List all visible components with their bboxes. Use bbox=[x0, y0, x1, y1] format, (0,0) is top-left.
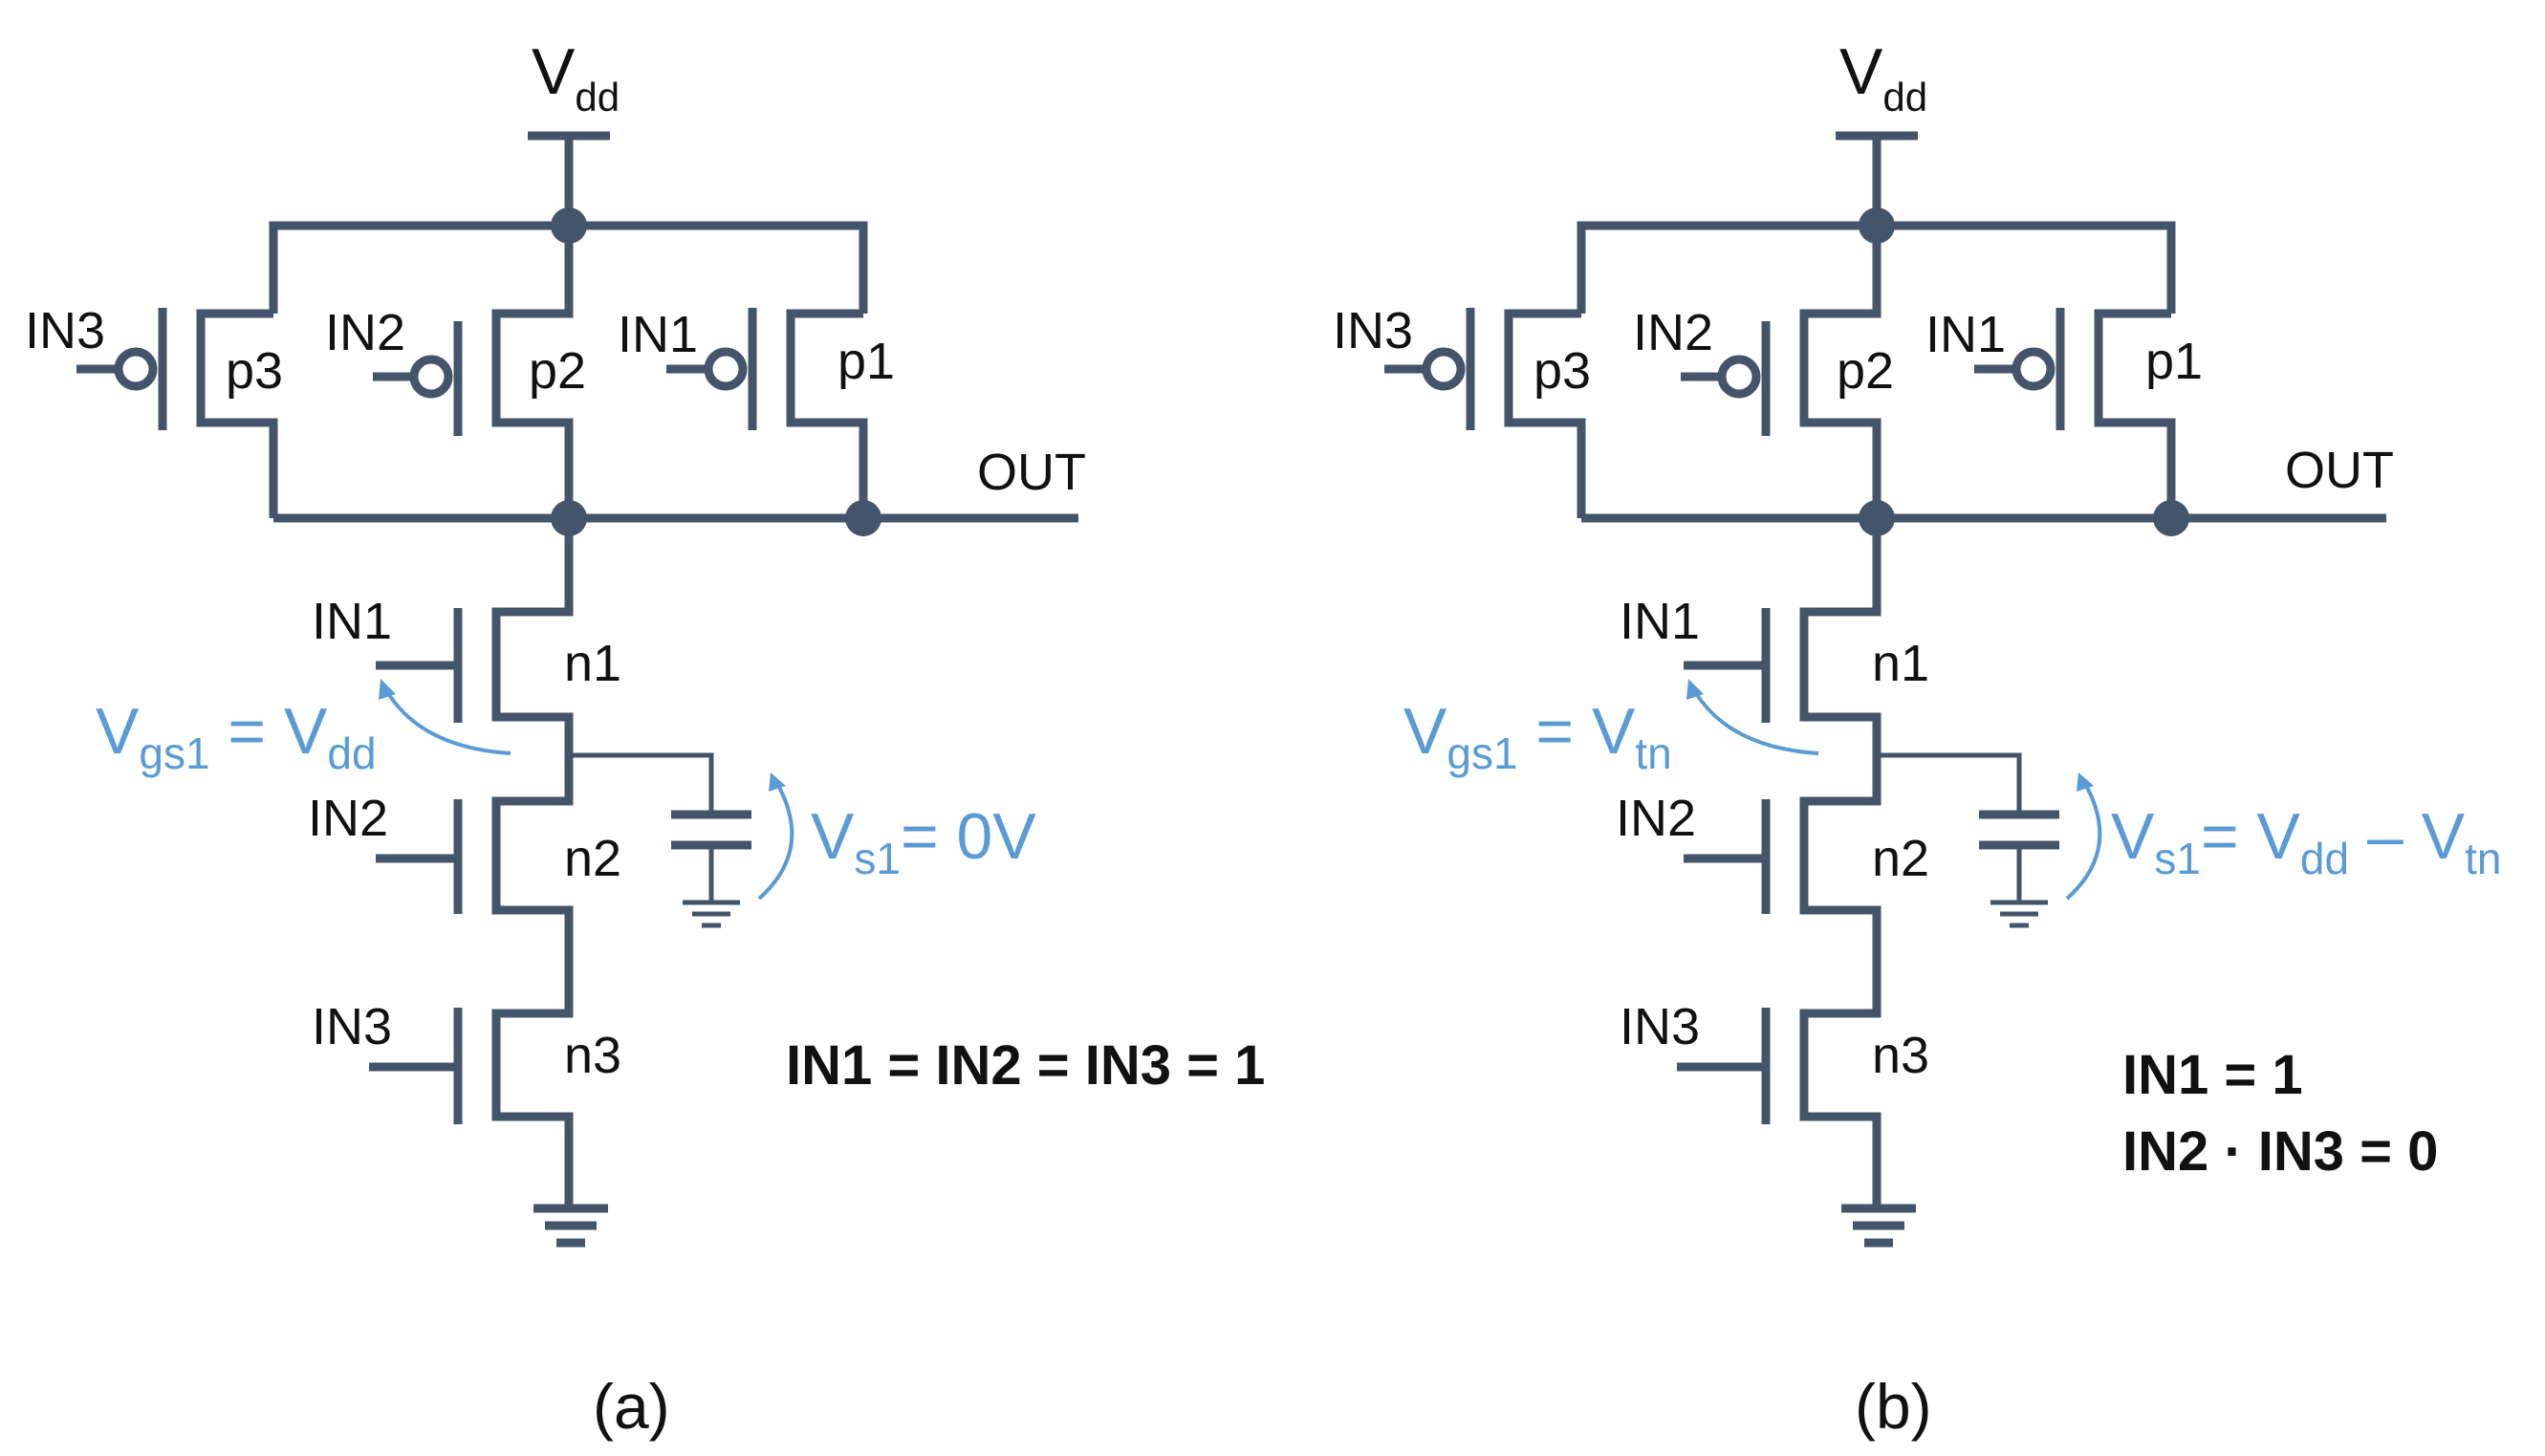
p3-label: p3 bbox=[226, 342, 283, 400]
n1-label: n1 bbox=[564, 635, 621, 692]
out-label: OUT bbox=[2285, 442, 2394, 499]
n1-input-label: IN1 bbox=[1620, 593, 1700, 650]
pmos-p3 bbox=[76, 308, 278, 518]
p1-input-label: IN1 bbox=[618, 306, 698, 363]
p3-input-label: IN3 bbox=[25, 302, 105, 359]
n3-label: n3 bbox=[1872, 1027, 1929, 1084]
vdd-label: Vdd bbox=[532, 35, 620, 120]
nmos-n3 bbox=[1677, 1006, 1882, 1206]
capacitor bbox=[569, 752, 751, 928]
n2-input-label: IN2 bbox=[1616, 790, 1696, 847]
p1-input-label: IN1 bbox=[1925, 306, 2006, 363]
n3-input-label: IN3 bbox=[312, 998, 392, 1055]
pmos-p3 bbox=[1384, 308, 1586, 518]
p2-input-label: IN2 bbox=[325, 304, 405, 361]
vgs-annotation: Vgs1 = Vdd bbox=[96, 695, 377, 778]
condition-text: IN1 = IN2 = IN3 = 1 bbox=[786, 1034, 1265, 1097]
nmos-n1 bbox=[1684, 518, 1882, 755]
out-label: OUT bbox=[977, 444, 1086, 501]
node-dot bbox=[845, 500, 881, 536]
pmos-p1 bbox=[666, 308, 868, 518]
nmos-n3 bbox=[369, 1006, 574, 1206]
capacitor bbox=[1877, 752, 2059, 928]
nmos-n2 bbox=[376, 755, 574, 1006]
n2-label: n2 bbox=[564, 830, 621, 887]
p2-label: p2 bbox=[1837, 342, 1894, 400]
p3-input-label: IN3 bbox=[1333, 302, 1413, 359]
n2-input-label: IN2 bbox=[308, 790, 388, 847]
condition-text: IN2 · IN3 = 0 bbox=[2122, 1120, 2438, 1183]
vdd-label: Vdd bbox=[1839, 35, 1927, 120]
panel-a: Vdd p3 bbox=[25, 35, 1265, 1442]
ground-symbol bbox=[1841, 1204, 1916, 1248]
vs-annotation: Vs1= Vdd – Vtn bbox=[2111, 800, 2501, 883]
vgs-arrowhead bbox=[1686, 679, 1704, 700]
n3-input-label: IN3 bbox=[1620, 998, 1700, 1055]
pmos-p1 bbox=[1974, 308, 2176, 518]
pmos-p2 bbox=[373, 226, 574, 518]
n3-label: n3 bbox=[564, 1027, 621, 1084]
p2-input-label: IN2 bbox=[1633, 304, 1713, 361]
p3-label: p3 bbox=[1534, 342, 1591, 400]
vs-arrowhead bbox=[2077, 772, 2094, 792]
n2-label: n2 bbox=[1872, 830, 1929, 887]
nmos-n2 bbox=[1684, 755, 1882, 1006]
p1-label: p1 bbox=[2145, 333, 2203, 390]
n1-input-label: IN1 bbox=[312, 593, 392, 650]
vgs-arrowhead bbox=[379, 679, 396, 700]
caption-a: (a) bbox=[593, 1371, 670, 1442]
pmos-p2 bbox=[1681, 226, 1882, 518]
node-dot bbox=[2153, 500, 2189, 536]
vs-annotation: Vs1= 0V bbox=[811, 800, 1036, 883]
vs-arrowhead bbox=[769, 772, 786, 792]
vgs-arrow bbox=[1692, 688, 1819, 755]
vgs-arrow bbox=[384, 688, 511, 755]
n1-label: n1 bbox=[1872, 635, 1929, 692]
vs-arrow bbox=[2065, 781, 2102, 901]
ground-symbol bbox=[533, 1204, 608, 1248]
caption-b: (b) bbox=[1855, 1371, 1932, 1442]
nmos-n1 bbox=[376, 518, 574, 755]
panel-b: Vdd p3 p2 p1 IN3 IN2 IN bbox=[1333, 35, 2501, 1442]
condition-text: IN1 = 1 bbox=[2122, 1044, 2303, 1106]
p1-label: p1 bbox=[837, 333, 895, 390]
vs-arrow bbox=[757, 781, 794, 901]
vgs-annotation: Vgs1 = Vtn bbox=[1403, 695, 1672, 778]
p2-label: p2 bbox=[529, 342, 586, 400]
